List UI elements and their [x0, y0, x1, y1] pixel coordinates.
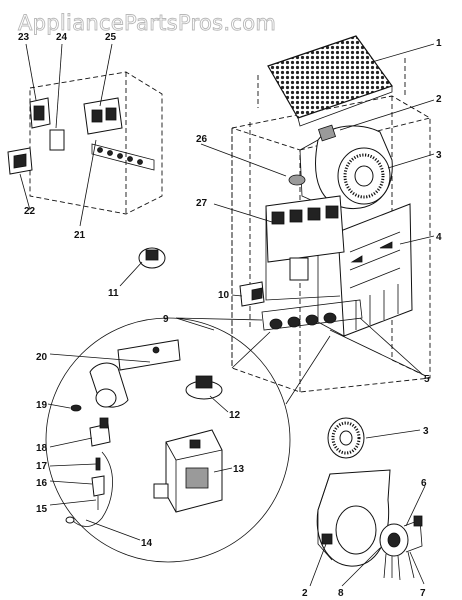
callout-27: 27: [196, 198, 208, 209]
callout-8: 8: [338, 588, 344, 599]
blower-wheel-upper: [337, 147, 391, 205]
callout-11: 11: [108, 288, 119, 299]
callout-22: 22: [24, 206, 36, 217]
limit-switch: [138, 247, 166, 269]
callout-5: 5: [424, 374, 430, 385]
burner-manifold: [261, 299, 363, 331]
callout-1: 1: [436, 38, 442, 49]
callout-21: 21: [74, 230, 86, 241]
blower-motor: [379, 515, 423, 581]
filter-part: [267, 35, 393, 127]
heat-exchanger: [317, 203, 413, 337]
gas-valve: [153, 429, 223, 513]
callout-14: 14: [141, 538, 153, 549]
blower-housing-lower: [316, 469, 391, 567]
callout-9: 9: [163, 314, 169, 325]
callout-13: 13: [233, 464, 245, 475]
callout-26: 26: [196, 134, 208, 145]
callout-25: 25: [105, 32, 117, 43]
door-switch: [7, 147, 33, 175]
callout-6: 6: [421, 478, 427, 489]
callout-16: 16: [36, 478, 48, 489]
callout-19: 19: [36, 400, 48, 411]
callout-23: 23: [18, 32, 30, 43]
watermark: AppliancePartsPros.com: [18, 11, 276, 35]
callout-12: 12: [229, 410, 241, 421]
callout-4: 4: [436, 232, 442, 243]
rollout-switch-small: [288, 174, 306, 186]
control-box-assembly: [29, 71, 163, 215]
callout-24: 24: [56, 32, 68, 43]
blower-wheel-lower: [327, 417, 365, 459]
callout-15: 15: [36, 504, 48, 515]
leader-lines: [19, 43, 435, 587]
callout-17: 17: [36, 461, 48, 472]
callout-2: 2: [436, 94, 442, 105]
burner: [89, 339, 181, 408]
orifice: [70, 404, 82, 412]
callout-18: 18: [36, 443, 48, 454]
callout-2-lower: 2: [302, 588, 308, 599]
callout-3-lower: 3: [423, 426, 429, 437]
callout-labels: 1 2 3 4 5 6 7 8 9 10 11 12 13 14 15 16 1…: [18, 32, 442, 599]
high-limit-switch: [185, 375, 223, 400]
flame-sensor: [65, 451, 113, 527]
callout-20: 20: [36, 352, 48, 363]
callout-10: 10: [218, 290, 230, 301]
callout-7: 7: [420, 588, 426, 599]
detail-circle: [45, 317, 331, 563]
igniter: [89, 417, 111, 447]
relay-module: [239, 281, 265, 307]
burner-assembly: [265, 195, 345, 301]
callout-3: 3: [436, 150, 442, 161]
